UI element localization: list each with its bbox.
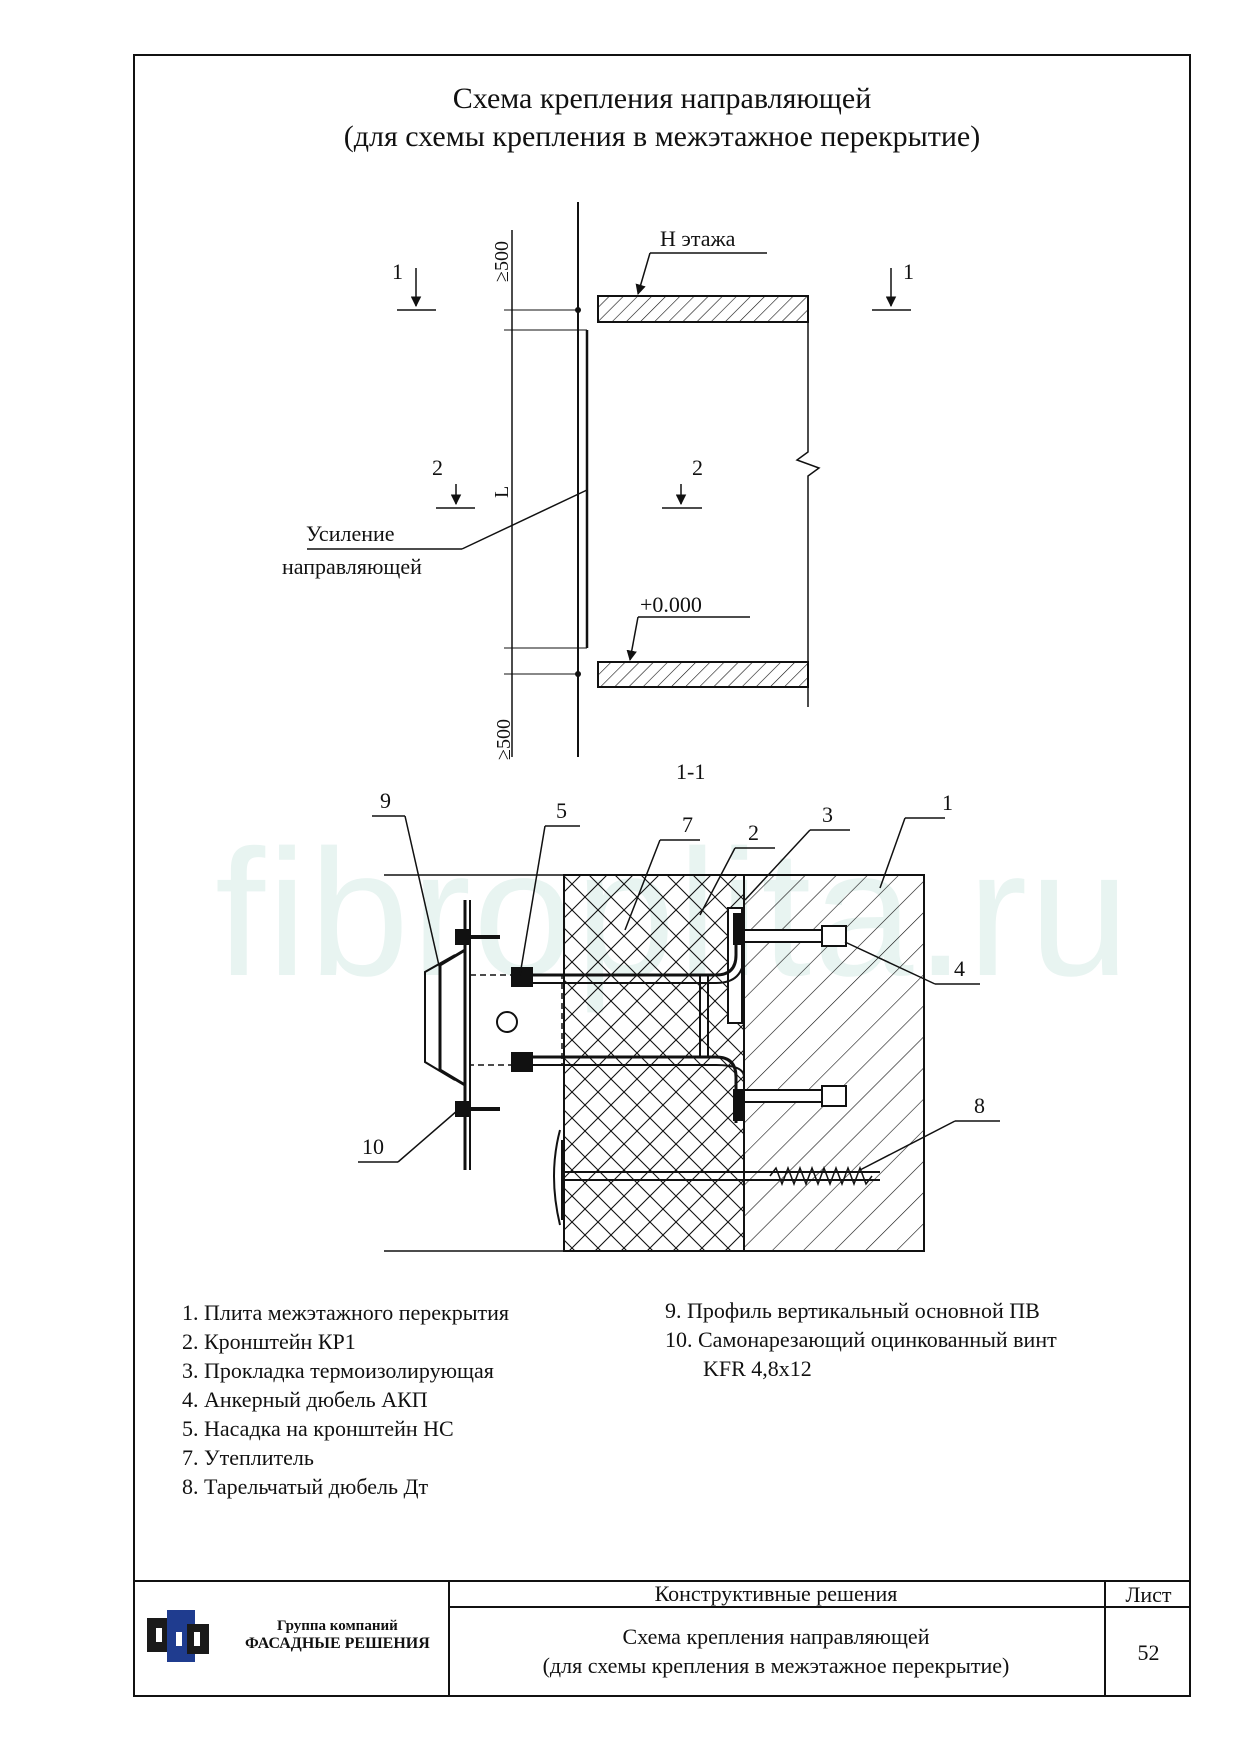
sheet-label: Лист [1104, 1580, 1191, 1608]
company-logo-box: Группа компаний ФАСАДНЫЕ РЕШЕНИЯ [133, 1580, 450, 1697]
insulation-section [563, 874, 745, 1252]
legend-item: 4. Анкерный дюбель АКП [182, 1387, 428, 1412]
reinforcement-label-2: направляющей [282, 554, 422, 579]
sheet-number: 52 [1104, 1608, 1191, 1697]
legend-item: 2. Кронштейн КР1 [182, 1329, 356, 1354]
cut-2-left: 2 [432, 455, 443, 480]
section-title: 1-1 [676, 759, 705, 784]
callout-3: 3 [822, 802, 833, 827]
callout-5: 5 [556, 798, 567, 823]
callout-4: 4 [954, 956, 965, 981]
company-name-line2: ФАСАДНЫЕ РЕШЕНИЯ [245, 1635, 430, 1652]
legend-item-continuation: KFR 4,8х12 [703, 1356, 812, 1381]
legend-item: 10. Самонарезающий оцинкованный винт [665, 1327, 1057, 1352]
cut-1-left: 1 [392, 259, 403, 284]
legend-item: 5. Насадка на кронштейн НС [182, 1416, 454, 1441]
zero-mark-label: +0.000 [640, 592, 702, 617]
legend-right: 9. Профиль вертикальный основной ПВ 10. … [665, 1296, 1057, 1383]
callout-10: 10 [362, 1134, 384, 1159]
legend-left: 1. Плита межэтажного перекрытия 2. Кронш… [182, 1298, 509, 1501]
elevation-view [307, 202, 911, 757]
section-view [384, 874, 925, 1252]
sheet-title-line2: (для схемы крепления в межэтажное перекр… [542, 1653, 1010, 1678]
lower-slab [597, 661, 809, 688]
legend-item: 1. Плита межэтажного перекрытия [182, 1300, 509, 1325]
section-name: Конструктивные решения [448, 1580, 1104, 1608]
break-line [795, 322, 821, 707]
floor-height-label: Н этажа [660, 226, 736, 251]
company-logo-icon [147, 1610, 209, 1662]
cut-2-right: 2 [692, 455, 703, 480]
cut-1-right: 1 [903, 259, 914, 284]
company-name-line1: Группа компаний [277, 1618, 398, 1634]
sheet-title: Схема крепления направляющей (для схемы … [448, 1608, 1104, 1697]
company-name: Группа компаний ФАСАДНЫЕ РЕШЕНИЯ [245, 1618, 430, 1653]
legend-item: 9. Профиль вертикальный основной ПВ [665, 1298, 1040, 1323]
callout-9: 9 [380, 788, 391, 813]
drawing-title-line1: Схема крепления направляющей [452, 82, 872, 115]
drawing-title-line2: (для схемы крепления в межэтажное перекр… [343, 120, 981, 153]
title-block: Группа компаний ФАСАДНЫЕ РЕШЕНИЯ Констру… [133, 1580, 1191, 1697]
reinforcement-label-1: Усиление [306, 521, 395, 546]
dim-bottom-label: ≥500 [493, 719, 515, 760]
dim-top-label: ≥500 [491, 241, 513, 282]
dim-length-label: L [491, 486, 513, 498]
callout-8: 8 [974, 1093, 985, 1118]
sheet-title-line1: Схема крепления направляющей [622, 1624, 930, 1649]
callout-2: 2 [748, 820, 759, 845]
upper-slab [597, 295, 809, 323]
legend-item: 8. Тарельчатый дюбель Дт [182, 1474, 429, 1499]
section-leaders [358, 815, 1000, 1171]
legend-item: 3. Прокладка термоизолирующая [182, 1358, 494, 1383]
drawing-frame [133, 54, 1191, 1697]
callout-7: 7 [682, 812, 693, 837]
legend-item: 7. Утеплитель [182, 1445, 314, 1470]
callout-1: 1 [942, 790, 953, 815]
